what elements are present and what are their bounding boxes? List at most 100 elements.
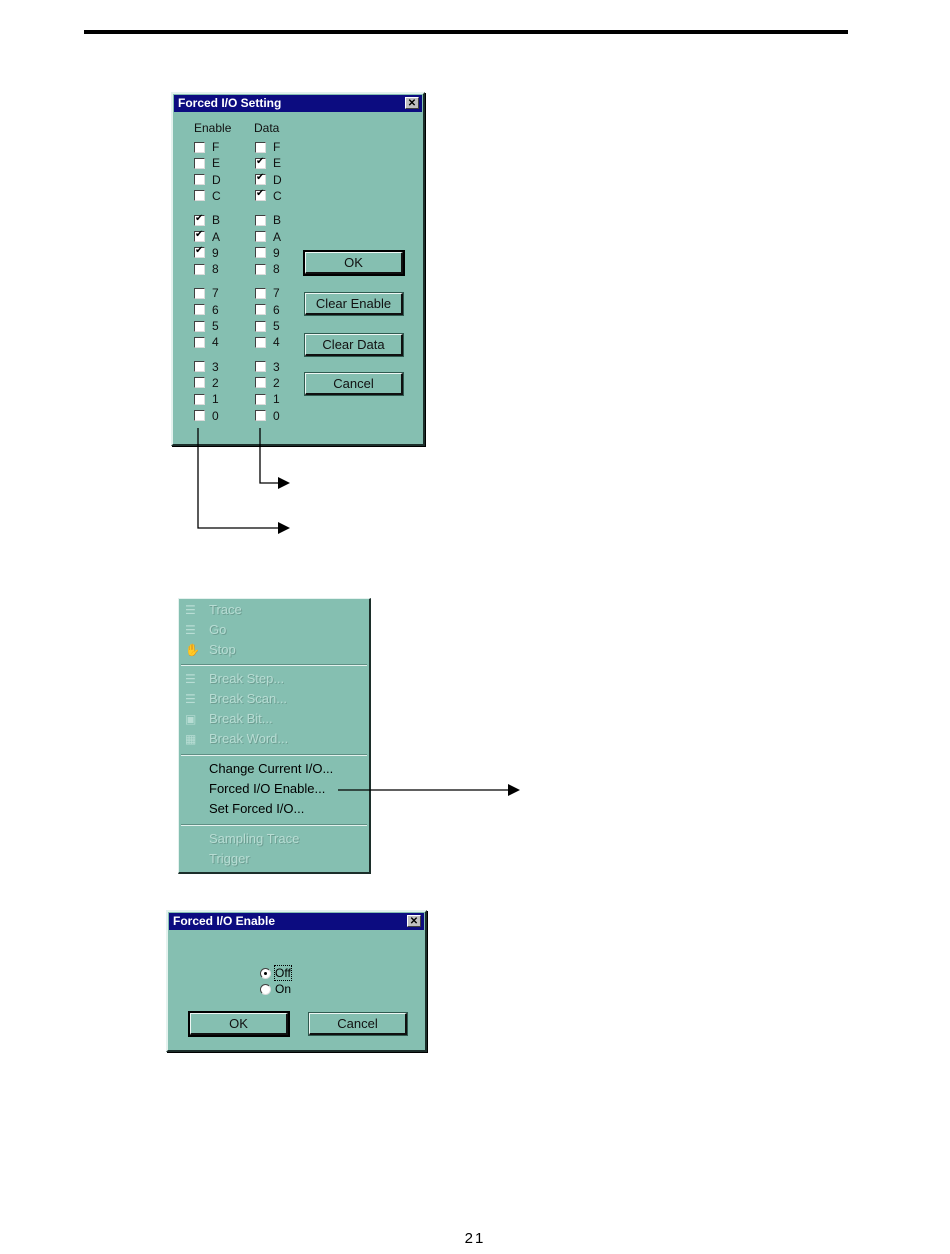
menu-item-stop[interactable]: Stop (209, 642, 236, 657)
enable-checkbox-C[interactable] (194, 190, 205, 202)
menu-item-go[interactable]: Go (209, 622, 227, 637)
radio-on[interactable]: On (260, 981, 291, 997)
ok-button[interactable]: OK (303, 250, 405, 276)
forced-io-setting-dialog: Forced I/O Setting ✕ Enable Data FFEEDDC… (171, 92, 425, 446)
data-checkbox-D[interactable] (255, 172, 266, 186)
enable-checkbox-A[interactable] (194, 229, 205, 242)
dialog-titlebar[interactable]: Forced I/O Setting ✕ (174, 95, 422, 112)
menu-item-break-bit[interactable]: Break Bit... (209, 711, 273, 726)
data-bit-C[interactable]: C (255, 188, 282, 204)
enable-bit-8[interactable]: 8 (194, 261, 219, 277)
enable-checkbox-B[interactable] (194, 213, 205, 226)
data-checkbox-4[interactable] (255, 336, 266, 348)
enable-bit-5[interactable]: 5 (194, 318, 219, 334)
enable-checkbox-F[interactable] (194, 141, 205, 153)
enable-checkbox-1[interactable] (194, 393, 205, 405)
enable-checkbox-7[interactable] (194, 287, 205, 299)
data-bit-8[interactable]: 8 (255, 261, 280, 277)
data-checkbox-B[interactable] (255, 214, 266, 226)
enable-bit-9[interactable]: 9 (194, 245, 219, 261)
ok-button[interactable]: OK (188, 1011, 290, 1037)
close-icon[interactable]: ✕ (407, 915, 421, 927)
enable-bit-4[interactable]: 4 (194, 334, 219, 350)
radio-on-label: On (275, 982, 292, 996)
menu-separator (181, 664, 367, 666)
menu-item-sampling-trace[interactable]: Sampling Trace (209, 831, 300, 846)
menu-item-trigger[interactable]: Trigger (209, 851, 250, 866)
enable-bit-3[interactable]: 3 (194, 359, 219, 375)
enable-bit-6[interactable]: 6 (194, 302, 219, 318)
data-checkbox-3[interactable] (255, 361, 266, 373)
enable-checkbox-8[interactable] (194, 263, 205, 275)
radio-off[interactable]: Off (260, 965, 292, 981)
enable-checkbox-0[interactable] (194, 410, 205, 421)
data-checkbox-A[interactable] (255, 231, 266, 242)
enable-bit-label: 1 (212, 392, 219, 407)
data-bit-label: D (273, 172, 282, 187)
data-bit-label: A (273, 229, 282, 244)
data-bit-0[interactable]: 0 (255, 408, 280, 424)
data-checkbox-2[interactable] (255, 377, 266, 389)
enable-checkbox-3[interactable] (194, 361, 205, 373)
menu-item-break-step[interactable]: Break Step... (209, 671, 285, 686)
enable-checkbox-9[interactable] (194, 245, 205, 259)
data-checkbox-7[interactable] (255, 287, 266, 299)
data-bit-B[interactable]: B (255, 212, 281, 228)
data-bit-E[interactable]: E (255, 155, 281, 171)
data-checkbox-0[interactable] (255, 410, 266, 421)
enable-bit-label: D (212, 172, 221, 187)
enable-bit-0[interactable]: 0 (194, 408, 219, 424)
enable-checkbox-6[interactable] (194, 304, 205, 316)
data-bit-1[interactable]: 1 (255, 391, 280, 407)
close-icon[interactable]: ✕ (405, 97, 419, 109)
dialog-titlebar[interactable]: Forced I/O Enable ✕ (169, 913, 424, 930)
enable-bit-2[interactable]: 2 (194, 375, 219, 391)
data-bit-6[interactable]: 6 (255, 302, 280, 318)
data-checkbox-1[interactable] (255, 393, 266, 405)
data-bit-D[interactable]: D (255, 172, 282, 188)
clear-data-button[interactable]: Clear Data (304, 333, 404, 357)
clear-enable-button[interactable]: Clear Enable (304, 292, 404, 316)
cancel-button[interactable]: Cancel (308, 1012, 408, 1036)
enable-checkbox-4[interactable] (194, 336, 205, 348)
data-checkbox-F[interactable] (255, 141, 266, 153)
menu-item-break-word[interactable]: Break Word... (209, 731, 289, 746)
data-checkbox-8[interactable] (255, 263, 266, 275)
data-checkbox-9[interactable] (255, 247, 266, 259)
data-checkbox-E[interactable] (255, 156, 266, 169)
enable-checkbox-2[interactable] (194, 377, 205, 389)
radio-off-button[interactable] (260, 967, 271, 979)
enable-bit-C[interactable]: C (194, 188, 221, 204)
data-bit-label: 5 (273, 319, 280, 333)
data-bit-3[interactable]: 3 (255, 359, 280, 375)
menu-item-break-scan[interactable]: Break Scan... (209, 691, 288, 706)
radio-on-button[interactable] (260, 983, 271, 995)
menu-item-change-current-i-o[interactable]: Change Current I/O... (209, 761, 334, 776)
enable-bit-B[interactable]: B (194, 212, 220, 228)
cancel-button[interactable]: Cancel (304, 372, 404, 396)
enable-bit-A[interactable]: A (194, 229, 220, 245)
enable-bit-7[interactable]: 7 (194, 285, 219, 301)
enable-bit-1[interactable]: 1 (194, 391, 219, 407)
menu-item-forced-i-o-enable[interactable]: Forced I/O Enable... (209, 781, 326, 796)
data-bit-A[interactable]: A (255, 229, 281, 245)
data-bit-F[interactable]: F (255, 139, 280, 155)
enable-checkbox-E[interactable] (194, 157, 205, 169)
enable-checkbox-D[interactable] (194, 174, 205, 186)
data-bit-7[interactable]: 7 (255, 285, 280, 301)
data-checkbox-6[interactable] (255, 304, 266, 316)
data-bit-4[interactable]: 4 (255, 334, 280, 350)
enable-bit-D[interactable]: D (194, 172, 221, 188)
menu-item-trace[interactable]: Trace (209, 602, 242, 617)
menu-item-set-forced-i-o[interactable]: Set Forced I/O... (209, 801, 305, 816)
data-checkbox-5[interactable] (255, 320, 266, 332)
enable-bit-E[interactable]: E (194, 155, 220, 171)
data-bit-2[interactable]: 2 (255, 375, 280, 391)
enable-checkbox-5[interactable] (194, 320, 205, 332)
data-bit-5[interactable]: 5 (255, 318, 280, 334)
dialog-title: Forced I/O Setting (178, 96, 282, 110)
data-checkbox-C[interactable] (255, 188, 266, 202)
enable-bit-F[interactable]: F (194, 139, 219, 155)
data-bit-9[interactable]: 9 (255, 245, 280, 261)
